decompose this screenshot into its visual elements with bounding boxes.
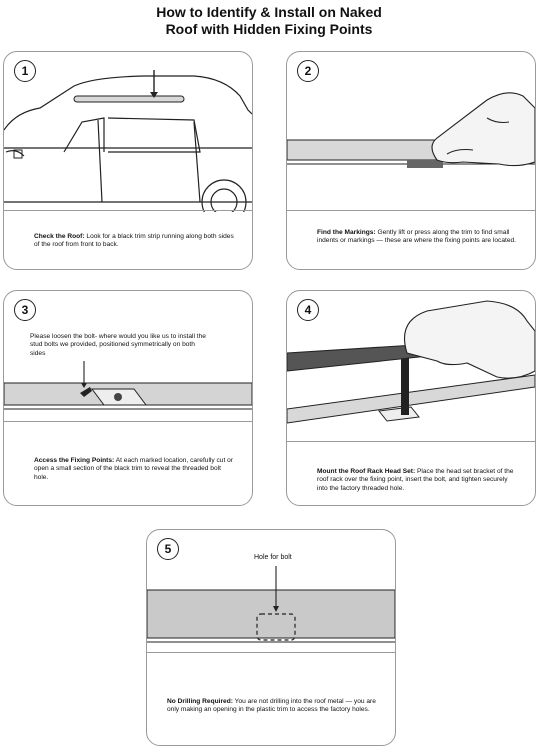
step-4-card: 4 Mount the Roof Rack Head Set: Place th… bbox=[286, 290, 536, 506]
step-3-caption: Access the Fixing Points: At each marked… bbox=[34, 457, 236, 482]
bolt-hole-illustration bbox=[147, 566, 395, 643]
divider bbox=[287, 210, 535, 211]
step-2-card: 2 Find the Markings: Gently lift or pres… bbox=[286, 51, 536, 270]
step-3-heading: Access the Fixing Points: bbox=[34, 457, 115, 464]
step-3-text: At each marked location, carefully cut o… bbox=[34, 457, 233, 481]
step-number-2: 2 bbox=[297, 60, 319, 82]
trim-press-illustration bbox=[287, 92, 535, 168]
fixing-point-illustration bbox=[4, 361, 252, 410]
step-number-3: 3 bbox=[14, 299, 36, 321]
step-5-text: You are not drilling into the roof metal… bbox=[167, 698, 376, 714]
step-1-text: Look for a black trim strip running alon… bbox=[34, 233, 234, 249]
hand-icon bbox=[403, 300, 535, 379]
hole-for-bolt-label: Hole for bolt bbox=[254, 554, 292, 561]
step-4-heading: Mount the Roof Rack Head Set: bbox=[317, 468, 416, 475]
divider bbox=[147, 652, 395, 653]
title-line-1: How to Identify & Install on Naked bbox=[156, 4, 382, 20]
step-2-caption: Find the Markings: Gently lift or press … bbox=[317, 229, 519, 246]
step-3-note: Please loosen the bolt- where would you … bbox=[30, 333, 206, 357]
step-1-caption: Check the Roof: Look for a black trim st… bbox=[34, 233, 236, 250]
step-5-card: Hole for bolt 5 No Drilling Required: Yo… bbox=[146, 529, 396, 746]
step-number-4: 4 bbox=[297, 299, 319, 321]
mount-illustration bbox=[287, 300, 535, 424]
car-roof-illustration bbox=[4, 70, 252, 212]
title-line-2: Roof with Hidden Fixing Points bbox=[165, 21, 373, 37]
down-arrow-icon bbox=[150, 70, 158, 98]
divider bbox=[4, 210, 252, 211]
step-5-heading: No Drilling Required: bbox=[167, 698, 233, 705]
step-2-text: Gently lift or press along the trim to f… bbox=[317, 229, 517, 245]
step-1-card: 1 Check the Roof: Look for a black trim … bbox=[3, 51, 253, 270]
step-number-1: 1 bbox=[14, 60, 36, 82]
step-1-heading: Check the Roof: bbox=[34, 233, 85, 240]
step-4-caption: Mount the Roof Rack Head Set: Place the … bbox=[317, 468, 519, 493]
hand-icon bbox=[431, 92, 535, 167]
divider bbox=[4, 421, 252, 422]
divider bbox=[287, 441, 535, 442]
bolt-icon bbox=[80, 387, 92, 397]
step-number-5: 5 bbox=[157, 538, 179, 560]
step-3-card: Please loosen the bolt- where would you … bbox=[3, 290, 253, 506]
step-4-text: Place the head set bracket of the roof r… bbox=[317, 468, 514, 492]
step-2-heading: Find the Markings: bbox=[317, 229, 376, 236]
page-title: How to Identify & Install on Naked Roof … bbox=[0, 4, 538, 38]
step-5-caption: No Drilling Required: You are not drilli… bbox=[167, 698, 377, 715]
